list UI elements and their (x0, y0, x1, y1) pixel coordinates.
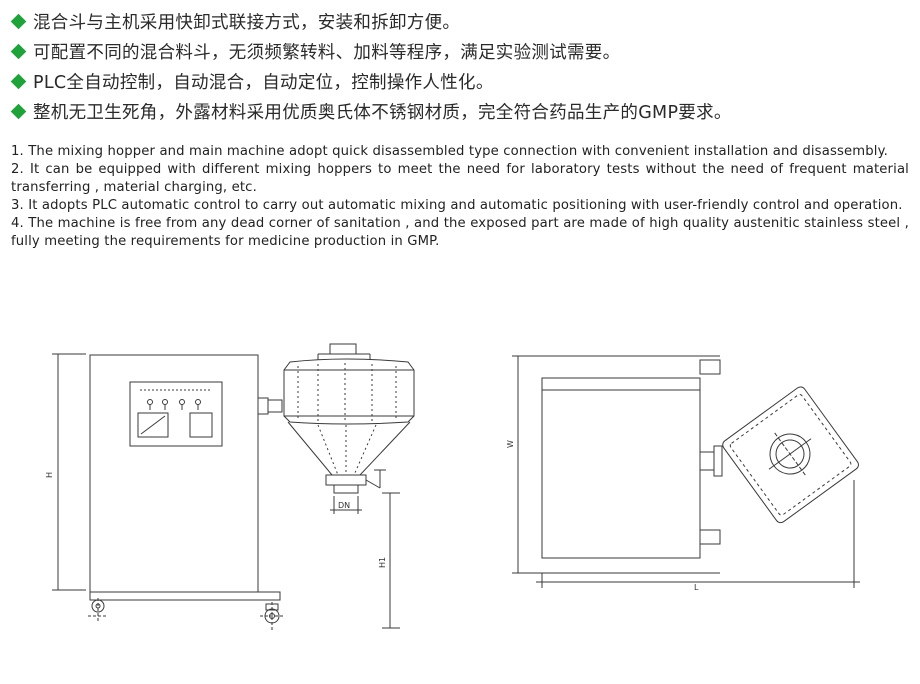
features-english-list: 1. The mixing hopper and main machine ad… (11, 143, 909, 250)
feature-cn-text: 整机无卫生死角，外露材料采用优质奥氏体不锈钢材质，完全符合药品生产的GMP要求。 (33, 102, 732, 123)
feature-en-item: 4. The machine is free from any dead cor… (11, 215, 909, 249)
feature-cn-item: 整机无卫生死角，外露材料采用优质奥氏体不锈钢材质，完全符合药品生产的GMP要求。 (8, 96, 913, 126)
dim-label-h: H (45, 472, 54, 478)
feature-cn-text: 混合斗与主机采用快卸式联接方式，安装和拆卸方便。 (33, 12, 461, 33)
feature-cn-text: PLC全自动控制，自动混合，自动定位，控制操作人性化。 (33, 72, 494, 93)
dim-label-w: W (506, 440, 515, 448)
diamond-bullet-icon (10, 103, 27, 119)
features-chinese-list: 混合斗与主机采用快卸式联接方式，安装和拆卸方便。 可配置不同的混合料斗，无须频繁… (8, 6, 913, 126)
feature-cn-item: 混合斗与主机采用快卸式联接方式，安装和拆卸方便。 (8, 6, 913, 36)
dim-label-l: L (694, 583, 699, 592)
machine-drawings: H H1 DN W L (45, 343, 860, 630)
feature-en-item: 1. The mixing hopper and main machine ad… (11, 144, 888, 159)
dim-label-dn: DN (338, 501, 350, 510)
top-view-drawing (512, 355, 860, 588)
feature-cn-item: PLC全自动控制，自动混合，自动定位，控制操作人性化。 (8, 66, 913, 96)
diamond-bullet-icon (10, 73, 27, 89)
feature-en-item: 2. It can be equipped with different mix… (11, 161, 909, 195)
feature-en-item: 3. It adopts PLC automatic control to ca… (11, 197, 903, 213)
dim-label-h1: H1 (378, 557, 387, 568)
front-view-drawing (52, 343, 415, 630)
diamond-bullet-icon (10, 13, 27, 29)
feature-cn-text: 可配置不同的混合料斗，无须频繁转料、加料等程序，满足实验测试需要。 (33, 42, 621, 63)
diamond-bullet-icon (10, 43, 27, 59)
feature-cn-item: 可配置不同的混合料斗，无须频繁转料、加料等程序，满足实验测试需要。 (8, 36, 913, 66)
